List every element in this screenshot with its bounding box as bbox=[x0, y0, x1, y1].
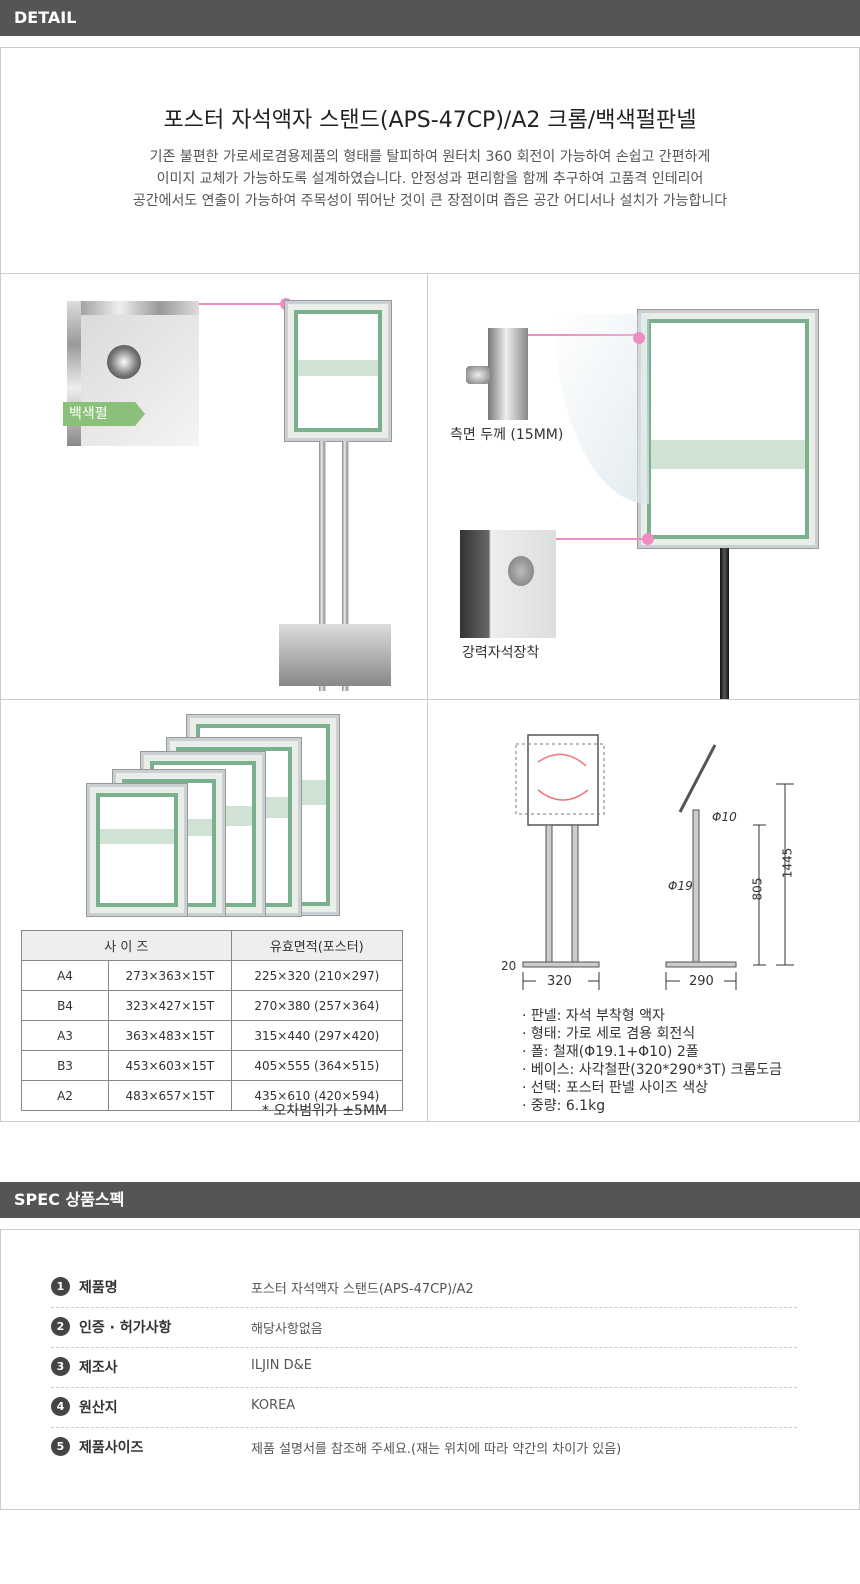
dim-w320: 320 bbox=[547, 974, 572, 989]
spec-number: 2 bbox=[51, 1317, 70, 1336]
table-cell: 453×603×15T bbox=[108, 1050, 232, 1081]
tolerance-note: * 오차범위가 ±5MM bbox=[262, 1103, 388, 1119]
intro-box: 포스터 자석액자 스탠드(APS-47CP)/A2 크롬/백색펄판넬 기존 불편… bbox=[0, 47, 860, 274]
spec-row: 5 제품사이즈 제품 설명서를 참조해 주세요.(재는 위치에 따라 약간의 차… bbox=[51, 1427, 797, 1467]
feature-line: · 판넬: 자석 부착형 액자 bbox=[522, 1008, 665, 1024]
magnet-label: 강력자석장착 bbox=[462, 645, 540, 661]
front-base bbox=[522, 961, 600, 968]
table-header-row: 사 이 즈 유효면적(포스터) bbox=[21, 930, 404, 961]
size-variants-section bbox=[0, 699, 428, 1122]
spec-box: 1 제품명 포스터 자석액자 스탠드(APS-47CP)/A2 2 인증 · 허… bbox=[0, 1229, 860, 1510]
table-cell: B3 bbox=[21, 1050, 109, 1081]
table-cell: 405×555 (364×515) bbox=[230, 1050, 404, 1081]
table-cell: A3 bbox=[21, 1020, 109, 1051]
dimension-diagram bbox=[515, 734, 794, 990]
table-cell: 225×320 (210×297) bbox=[230, 960, 404, 991]
size-a4 bbox=[87, 784, 187, 916]
side-base bbox=[665, 961, 737, 968]
spec-key: 인증 · 허가사항 bbox=[79, 1320, 172, 1336]
table-cell: 273×363×15T bbox=[108, 960, 232, 991]
feature-line: · 선택: 포스터 판넬 사이즈 색상 bbox=[522, 1080, 708, 1096]
panel-stand-photo: 백색펄 bbox=[0, 273, 428, 700]
spec-value: ILJIN D&E bbox=[251, 1358, 312, 1373]
description-line-1: 기존 불편한 가로세로겸용제품의 형태를 탈피하여 원터치 360 회전이 가능… bbox=[149, 149, 711, 165]
screw-icon bbox=[466, 366, 490, 384]
dim-w290: 290 bbox=[689, 974, 714, 989]
spec-row: 3 제조사 ILJIN D&E bbox=[51, 1347, 797, 1388]
side-panel bbox=[678, 744, 717, 813]
poster-frame bbox=[285, 301, 391, 441]
spec-value: 제품 설명서를 참조해 주세요.(재는 위치에 따라 약간의 차이가 있음) bbox=[251, 1442, 622, 1457]
white-pearl-label: 백색펄 bbox=[63, 402, 145, 426]
product-title: 포스터 자석액자 스탠드(APS-47CP)/A2 크롬/백색펄판넬 bbox=[163, 108, 697, 133]
spec-number: 3 bbox=[51, 1357, 70, 1376]
spec-value: KOREA bbox=[251, 1398, 296, 1413]
rotate-arrow-top bbox=[537, 753, 587, 767]
table-cell: 323×427×15T bbox=[108, 990, 232, 1021]
spec-row: 1 제품명 포스터 자석액자 스탠드(APS-47CP)/A2 bbox=[51, 1267, 797, 1308]
rotated-frame-outline bbox=[515, 743, 605, 815]
spec-row: 4 원산지 KOREA bbox=[51, 1387, 797, 1428]
magnet-zoom-image bbox=[460, 530, 556, 638]
table-cell: 483×657×15T bbox=[108, 1080, 232, 1111]
spec-number: 4 bbox=[51, 1397, 70, 1416]
front-pole-right bbox=[571, 824, 579, 966]
feature-line: · 폴: 철재(Φ19.1+Φ10) 2폴 bbox=[522, 1044, 699, 1060]
spec-key: 제조사 bbox=[79, 1360, 118, 1376]
stand-base bbox=[279, 624, 391, 686]
feature-line: · 베이스: 사각철판(320*290*3T) 크롬도금 bbox=[522, 1062, 783, 1078]
description-line-2: 이미지 교체가 가능하도록 설계하였습니다. 안정성과 편리함을 함께 추구하여… bbox=[156, 171, 704, 187]
spec-number: 5 bbox=[51, 1437, 70, 1456]
front-frame bbox=[527, 734, 599, 826]
dim-b20: 20 bbox=[501, 959, 517, 973]
spec-key: 원산지 bbox=[79, 1400, 118, 1416]
feature-line: · 중량: 6.1kg bbox=[522, 1098, 606, 1114]
magnet-dot bbox=[107, 345, 141, 379]
table-header-area: 유효면적(포스터) bbox=[230, 930, 404, 961]
description-line-3: 공간에서도 연출이 가능하여 주목성이 뛰어난 것이 큰 장점이며 좁은 공간 … bbox=[132, 193, 728, 209]
table-cell: 270×380 (257×364) bbox=[230, 990, 404, 1021]
side-pole bbox=[692, 809, 700, 966]
detail-header: DETAIL bbox=[0, 0, 860, 36]
table-cell: A4 bbox=[21, 960, 109, 991]
front-pole-left bbox=[545, 824, 553, 966]
spec-key: 제품사이즈 bbox=[79, 1440, 144, 1456]
pole-right bbox=[342, 441, 349, 691]
pole-left bbox=[319, 441, 326, 691]
spec-number: 1 bbox=[51, 1277, 70, 1296]
table-cell: 363×483×15T bbox=[108, 1020, 232, 1051]
table-cell: B4 bbox=[21, 990, 109, 1021]
dim-d10: Φ10 bbox=[712, 810, 737, 824]
side-detail-photo: 측면 두께 (15MM) 강력자석장착 bbox=[427, 273, 860, 700]
dim-h1445: 1445 bbox=[780, 847, 795, 879]
rotating-poster-frame bbox=[638, 310, 818, 548]
spec-key: 제품명 bbox=[79, 1280, 118, 1296]
table-cell: 435×610 (420×594) bbox=[230, 1080, 404, 1111]
stand-pole bbox=[720, 548, 729, 700]
side-thickness-label: 측면 두께 (15MM) bbox=[450, 427, 564, 443]
table-cell: 315×440 (297×420) bbox=[230, 1020, 404, 1051]
spec-row: 2 인증 · 허가사항 해당사항없음 bbox=[51, 1307, 797, 1348]
rotate-arrow-bottom bbox=[537, 789, 589, 801]
pointer-line bbox=[199, 303, 285, 305]
table-cell: A2 bbox=[21, 1080, 109, 1111]
feature-line: · 형태: 가로 세로 겸용 회전식 bbox=[522, 1026, 696, 1042]
dim-h805: 805 bbox=[750, 877, 765, 901]
spec-value: 포스터 자석액자 스탠드(APS-47CP)/A2 bbox=[251, 1282, 474, 1297]
dim-d19: Φ19 bbox=[668, 879, 693, 893]
side-profile-image bbox=[488, 328, 528, 420]
spec-value: 해당사항없음 bbox=[251, 1322, 323, 1337]
table-header-size: 사 이 즈 bbox=[21, 930, 232, 961]
spec-header: SPEC 상품스펙 bbox=[0, 1182, 860, 1218]
